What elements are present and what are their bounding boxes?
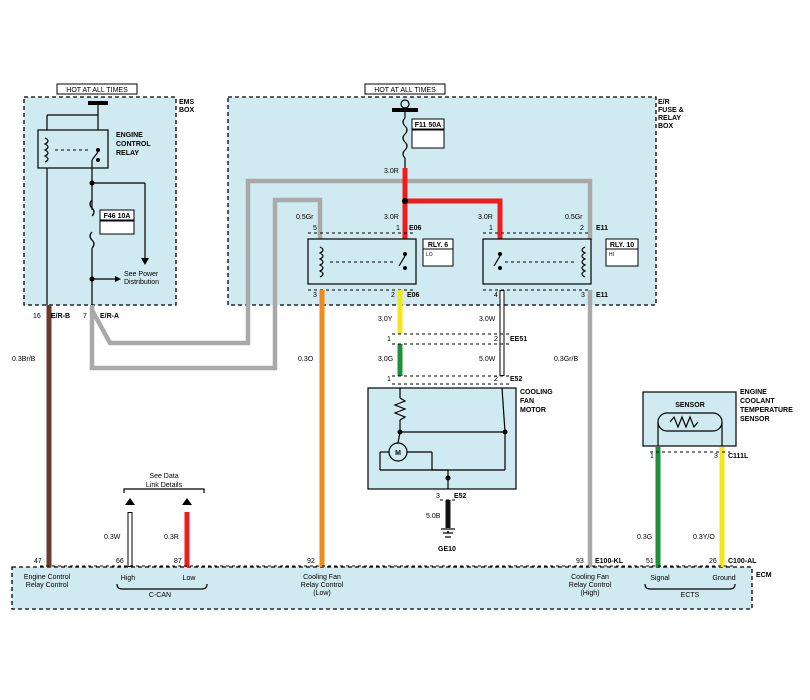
svg-text:3: 3 xyxy=(581,292,585,299)
svg-text:92: 92 xyxy=(307,558,315,565)
hot-label-right-text: HOT AT ALL TIMES xyxy=(374,87,436,94)
svg-text:3: 3 xyxy=(714,453,718,460)
svg-text:F46 10A: F46 10A xyxy=(104,213,131,220)
svg-text:3.0W: 3.0W xyxy=(479,316,496,323)
svg-text:C111L: C111L xyxy=(728,453,749,460)
fuse-f11-icon xyxy=(411,129,445,149)
svg-text:GE10: GE10 xyxy=(438,546,456,553)
fuse-f11 xyxy=(411,118,445,130)
svg-text:LO: LO xyxy=(426,252,433,258)
svg-text:E11: E11 xyxy=(596,292,608,299)
svg-text:3: 3 xyxy=(436,493,440,500)
hot-label-left xyxy=(56,83,138,95)
svg-text:3.0R: 3.0R xyxy=(384,214,399,221)
svg-text:7: 7 xyxy=(83,313,87,320)
svg-text:ECTS: ECTS xyxy=(681,592,700,599)
fuse-f46 xyxy=(99,209,135,221)
svg-text:5.0W: 5.0W xyxy=(479,356,496,363)
svg-text:SENSOR: SENSOR xyxy=(675,402,705,409)
svg-text:M: M xyxy=(395,450,401,457)
svg-text:C-CAN: C-CAN xyxy=(149,592,171,599)
svg-text:E52: E52 xyxy=(510,376,523,383)
svg-text:5.0B: 5.0B xyxy=(426,513,441,520)
svg-text:0.3Y/O: 0.3Y/O xyxy=(693,534,715,541)
svg-text:Low: Low xyxy=(183,575,197,582)
svg-text:E/R-B: E/R-B xyxy=(51,313,70,320)
fuse-f46-icon xyxy=(99,220,135,235)
svg-text:87: 87 xyxy=(174,558,182,565)
svg-text:0.5Gr: 0.5Gr xyxy=(296,214,314,221)
svg-text:0.5Gr: 0.5Gr xyxy=(565,214,583,221)
svg-text:3.0R: 3.0R xyxy=(478,214,493,221)
svg-text:2: 2 xyxy=(391,292,395,299)
svg-text:E/R-A: E/R-A xyxy=(100,313,119,320)
svg-text:E100-KL: E100-KL xyxy=(595,558,624,565)
svg-text:0.3Gr/B: 0.3Gr/B xyxy=(554,356,578,363)
cooling-fan-motor xyxy=(367,387,517,490)
svg-text:HI: HI xyxy=(609,252,614,258)
svg-text:RLY. 10: RLY. 10 xyxy=(610,242,634,249)
svg-text:0.3G: 0.3G xyxy=(637,534,652,541)
svg-text:1: 1 xyxy=(650,453,654,460)
svg-text:1: 1 xyxy=(387,336,391,343)
gray-wires xyxy=(89,178,593,567)
svg-text:RLY. 6: RLY. 6 xyxy=(428,242,448,249)
svg-text:3.0G: 3.0G xyxy=(378,356,393,363)
svg-text:3.0Y: 3.0Y xyxy=(378,316,393,323)
svg-text:E06: E06 xyxy=(409,225,422,232)
svg-text:0.3W: 0.3W xyxy=(104,534,121,541)
svg-text:C100-AL: C100-AL xyxy=(728,558,757,565)
ecm-box xyxy=(11,566,753,610)
svg-text:51: 51 xyxy=(646,558,654,565)
svg-text:3: 3 xyxy=(313,292,317,299)
svg-text:1: 1 xyxy=(387,376,391,383)
svg-text:1: 1 xyxy=(489,225,493,232)
svg-text:E11: E11 xyxy=(596,225,608,232)
hot-label-right xyxy=(364,83,446,95)
svg-text:EE51: EE51 xyxy=(510,336,527,343)
hot-label-left-text: HOT AT ALL TIMES xyxy=(66,87,128,94)
rly10-icon xyxy=(605,248,639,267)
svg-text:2: 2 xyxy=(580,225,584,232)
ecm-label: ECM xyxy=(756,572,772,579)
svg-text:0.3R: 0.3R xyxy=(164,534,179,541)
svg-text:Ground: Ground xyxy=(712,575,735,582)
svg-text:3.0R: 3.0R xyxy=(384,168,399,175)
svg-text:16: 16 xyxy=(33,313,41,320)
svg-text:5: 5 xyxy=(313,225,317,232)
svg-text:F11 50A: F11 50A xyxy=(415,122,441,129)
svg-text:E06: E06 xyxy=(407,292,420,299)
svg-text:1: 1 xyxy=(396,225,400,232)
svg-text:47: 47 xyxy=(34,558,42,565)
svg-text:2: 2 xyxy=(494,376,498,383)
svg-text:66: 66 xyxy=(116,558,124,565)
svg-text:26: 26 xyxy=(709,558,717,565)
svg-text:0.3O: 0.3O xyxy=(298,356,314,363)
rly6-icon xyxy=(422,248,454,267)
svg-text:Signal: Signal xyxy=(650,575,670,582)
svg-text:4: 4 xyxy=(494,292,498,299)
svg-text:2: 2 xyxy=(494,336,498,343)
svg-text:0.3Br/B: 0.3Br/B xyxy=(12,356,36,363)
svg-text:E52: E52 xyxy=(454,493,467,500)
svg-text:93: 93 xyxy=(576,558,584,565)
svg-text:High: High xyxy=(121,575,136,582)
